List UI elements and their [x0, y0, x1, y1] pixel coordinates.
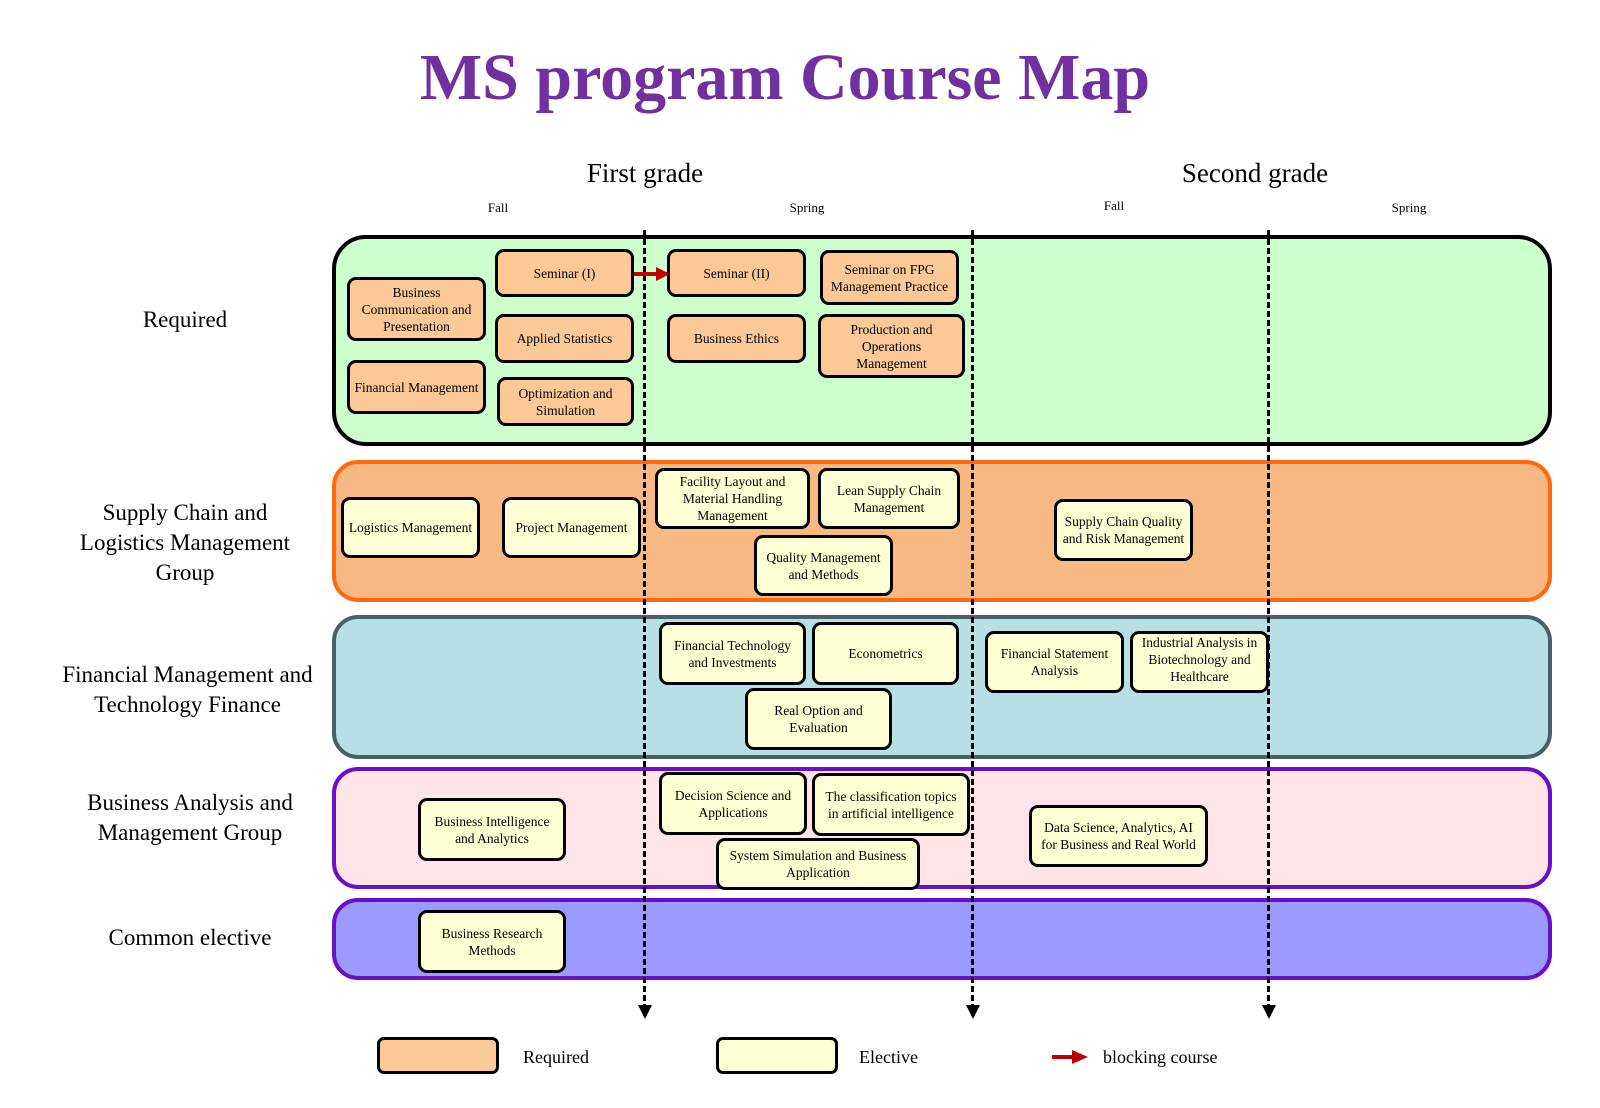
grade-header-first: First grade: [586, 158, 704, 188]
course-financial-statement[interactable]: Financial Statement Analysis: [985, 631, 1124, 693]
course-optimization-simulation[interactable]: Optimization and Simulation: [497, 377, 634, 426]
course-business-ethics[interactable]: Business Ethics: [667, 314, 806, 363]
course-decision-science[interactable]: Decision Science and Applications: [659, 772, 807, 835]
course-business-intelligence[interactable]: Business Intelligence and Analytics: [418, 798, 566, 861]
season-second-spring: Spring: [1391, 200, 1427, 215]
course-financial-management[interactable]: Financial Management: [347, 360, 486, 414]
grade-header-second: Second grade: [1181, 158, 1329, 188]
season-second-fall: Fall: [1103, 198, 1125, 213]
divider-arrow-2-icon: [966, 1005, 980, 1019]
course-seminar-1[interactable]: Seminar (I): [495, 249, 634, 297]
course-seminar-fpg[interactable]: Seminar on FPG Management Practice: [820, 250, 959, 305]
course-classification-ai[interactable]: The classification topics in artificial …: [812, 773, 970, 836]
course-applied-statistics[interactable]: Applied Statistics: [495, 314, 634, 363]
course-business-communication[interactable]: Business Communication and Presentation: [347, 277, 486, 341]
divider-arrow-3-icon: [1262, 1005, 1276, 1019]
course-business-research-methods[interactable]: Business Research Methods: [418, 910, 566, 973]
lane-label-financial: Financial Management and Technology Fina…: [62, 661, 313, 717]
lane-label-business-analysis: Business Analysis and Management Group: [87, 789, 293, 845]
semester-divider-2: [971, 230, 974, 1010]
course-logistics-management[interactable]: Logistics Management: [341, 497, 480, 558]
course-seminar-2[interactable]: Seminar (II): [667, 249, 806, 297]
divider-arrow-1-icon: [638, 1005, 652, 1019]
season-first-fall: Fall: [487, 200, 509, 215]
semester-divider-1: [643, 230, 646, 1010]
course-econometrics[interactable]: Econometrics: [812, 622, 959, 685]
lane-label-supply-chain: Supply Chain and Logistics Management Gr…: [79, 499, 291, 585]
course-quality-management[interactable]: Quality Management and Methods: [754, 535, 893, 596]
course-fintech-investments[interactable]: Financial Technology and Investments: [659, 622, 806, 685]
season-first-spring: Spring: [789, 200, 825, 215]
course-supply-chain-quality-risk[interactable]: Supply Chain Quality and Risk Management: [1054, 499, 1193, 561]
course-real-option[interactable]: Real Option and Evaluation: [745, 688, 892, 750]
legend-elective-label: Elective: [859, 1047, 918, 1067]
course-project-management[interactable]: Project Management: [502, 497, 641, 558]
legend-blocking-arrow-icon: [1052, 1050, 1088, 1064]
course-facility-layout[interactable]: Facility Layout and Material Handling Ma…: [655, 468, 810, 529]
course-system-simulation[interactable]: System Simulation and Business Applicati…: [716, 838, 920, 890]
legend-required-label: Required: [523, 1047, 589, 1067]
blocking-arrow-icon: [634, 267, 670, 281]
legend-blocking-label: blocking course: [1103, 1047, 1218, 1067]
lane-label-required: Required: [142, 307, 228, 332]
legend-required-swatch: [377, 1037, 499, 1074]
course-industrial-analysis[interactable]: Industrial Analysis in Biotechnology and…: [1130, 631, 1269, 693]
course-lean-supply-chain[interactable]: Lean Supply Chain Management: [818, 468, 960, 529]
lane-label-common-elective: Common elective: [108, 925, 272, 950]
course-production-operations[interactable]: Production and Operations Management: [818, 314, 965, 378]
page-title: MS program Course Map: [419, 41, 1151, 114]
legend-elective-swatch: [716, 1037, 838, 1074]
semester-divider-3: [1267, 230, 1270, 1010]
course-data-science-ai[interactable]: Data Science, Analytics, AI for Business…: [1029, 805, 1208, 867]
